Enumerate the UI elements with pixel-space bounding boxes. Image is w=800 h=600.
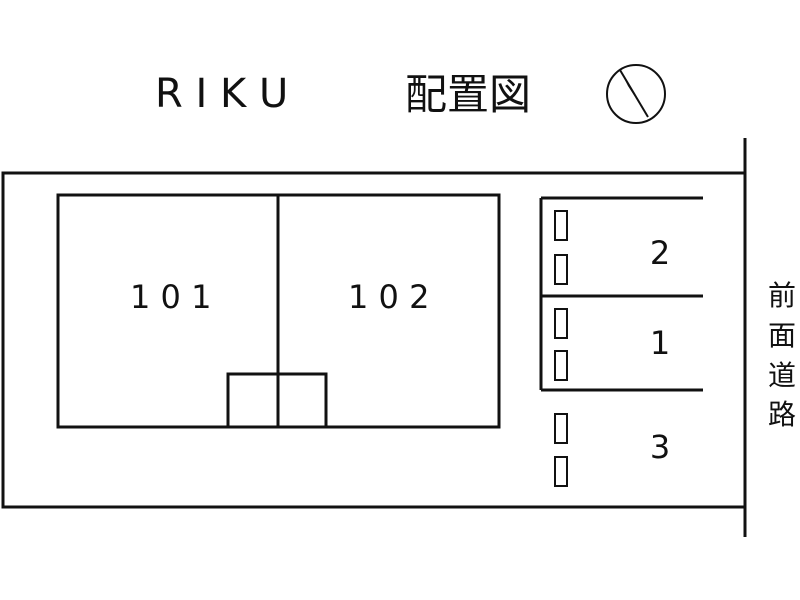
road-label-char: 面 <box>768 319 796 352</box>
unit-101-label: 1 0 1 <box>130 278 211 316</box>
north-arrow-icon <box>606 64 666 124</box>
parking-2-label: 2 <box>650 234 670 272</box>
parking-1-label: 1 <box>650 324 670 362</box>
site-boundary <box>1 171 745 509</box>
road-label-char: 路 <box>768 398 796 431</box>
building-name: R I K U <box>155 71 288 117</box>
wheel-stop-markers <box>554 210 568 487</box>
road-label-char: 前 <box>768 279 796 312</box>
unit-102-label: 1 0 2 <box>348 278 429 316</box>
parking-3-label: 3 <box>650 428 670 466</box>
parking-area <box>539 196 703 392</box>
entrance-box <box>226 372 328 429</box>
diagram-title: 配置図 <box>405 70 531 119</box>
road-label-char: 道 <box>768 359 796 392</box>
